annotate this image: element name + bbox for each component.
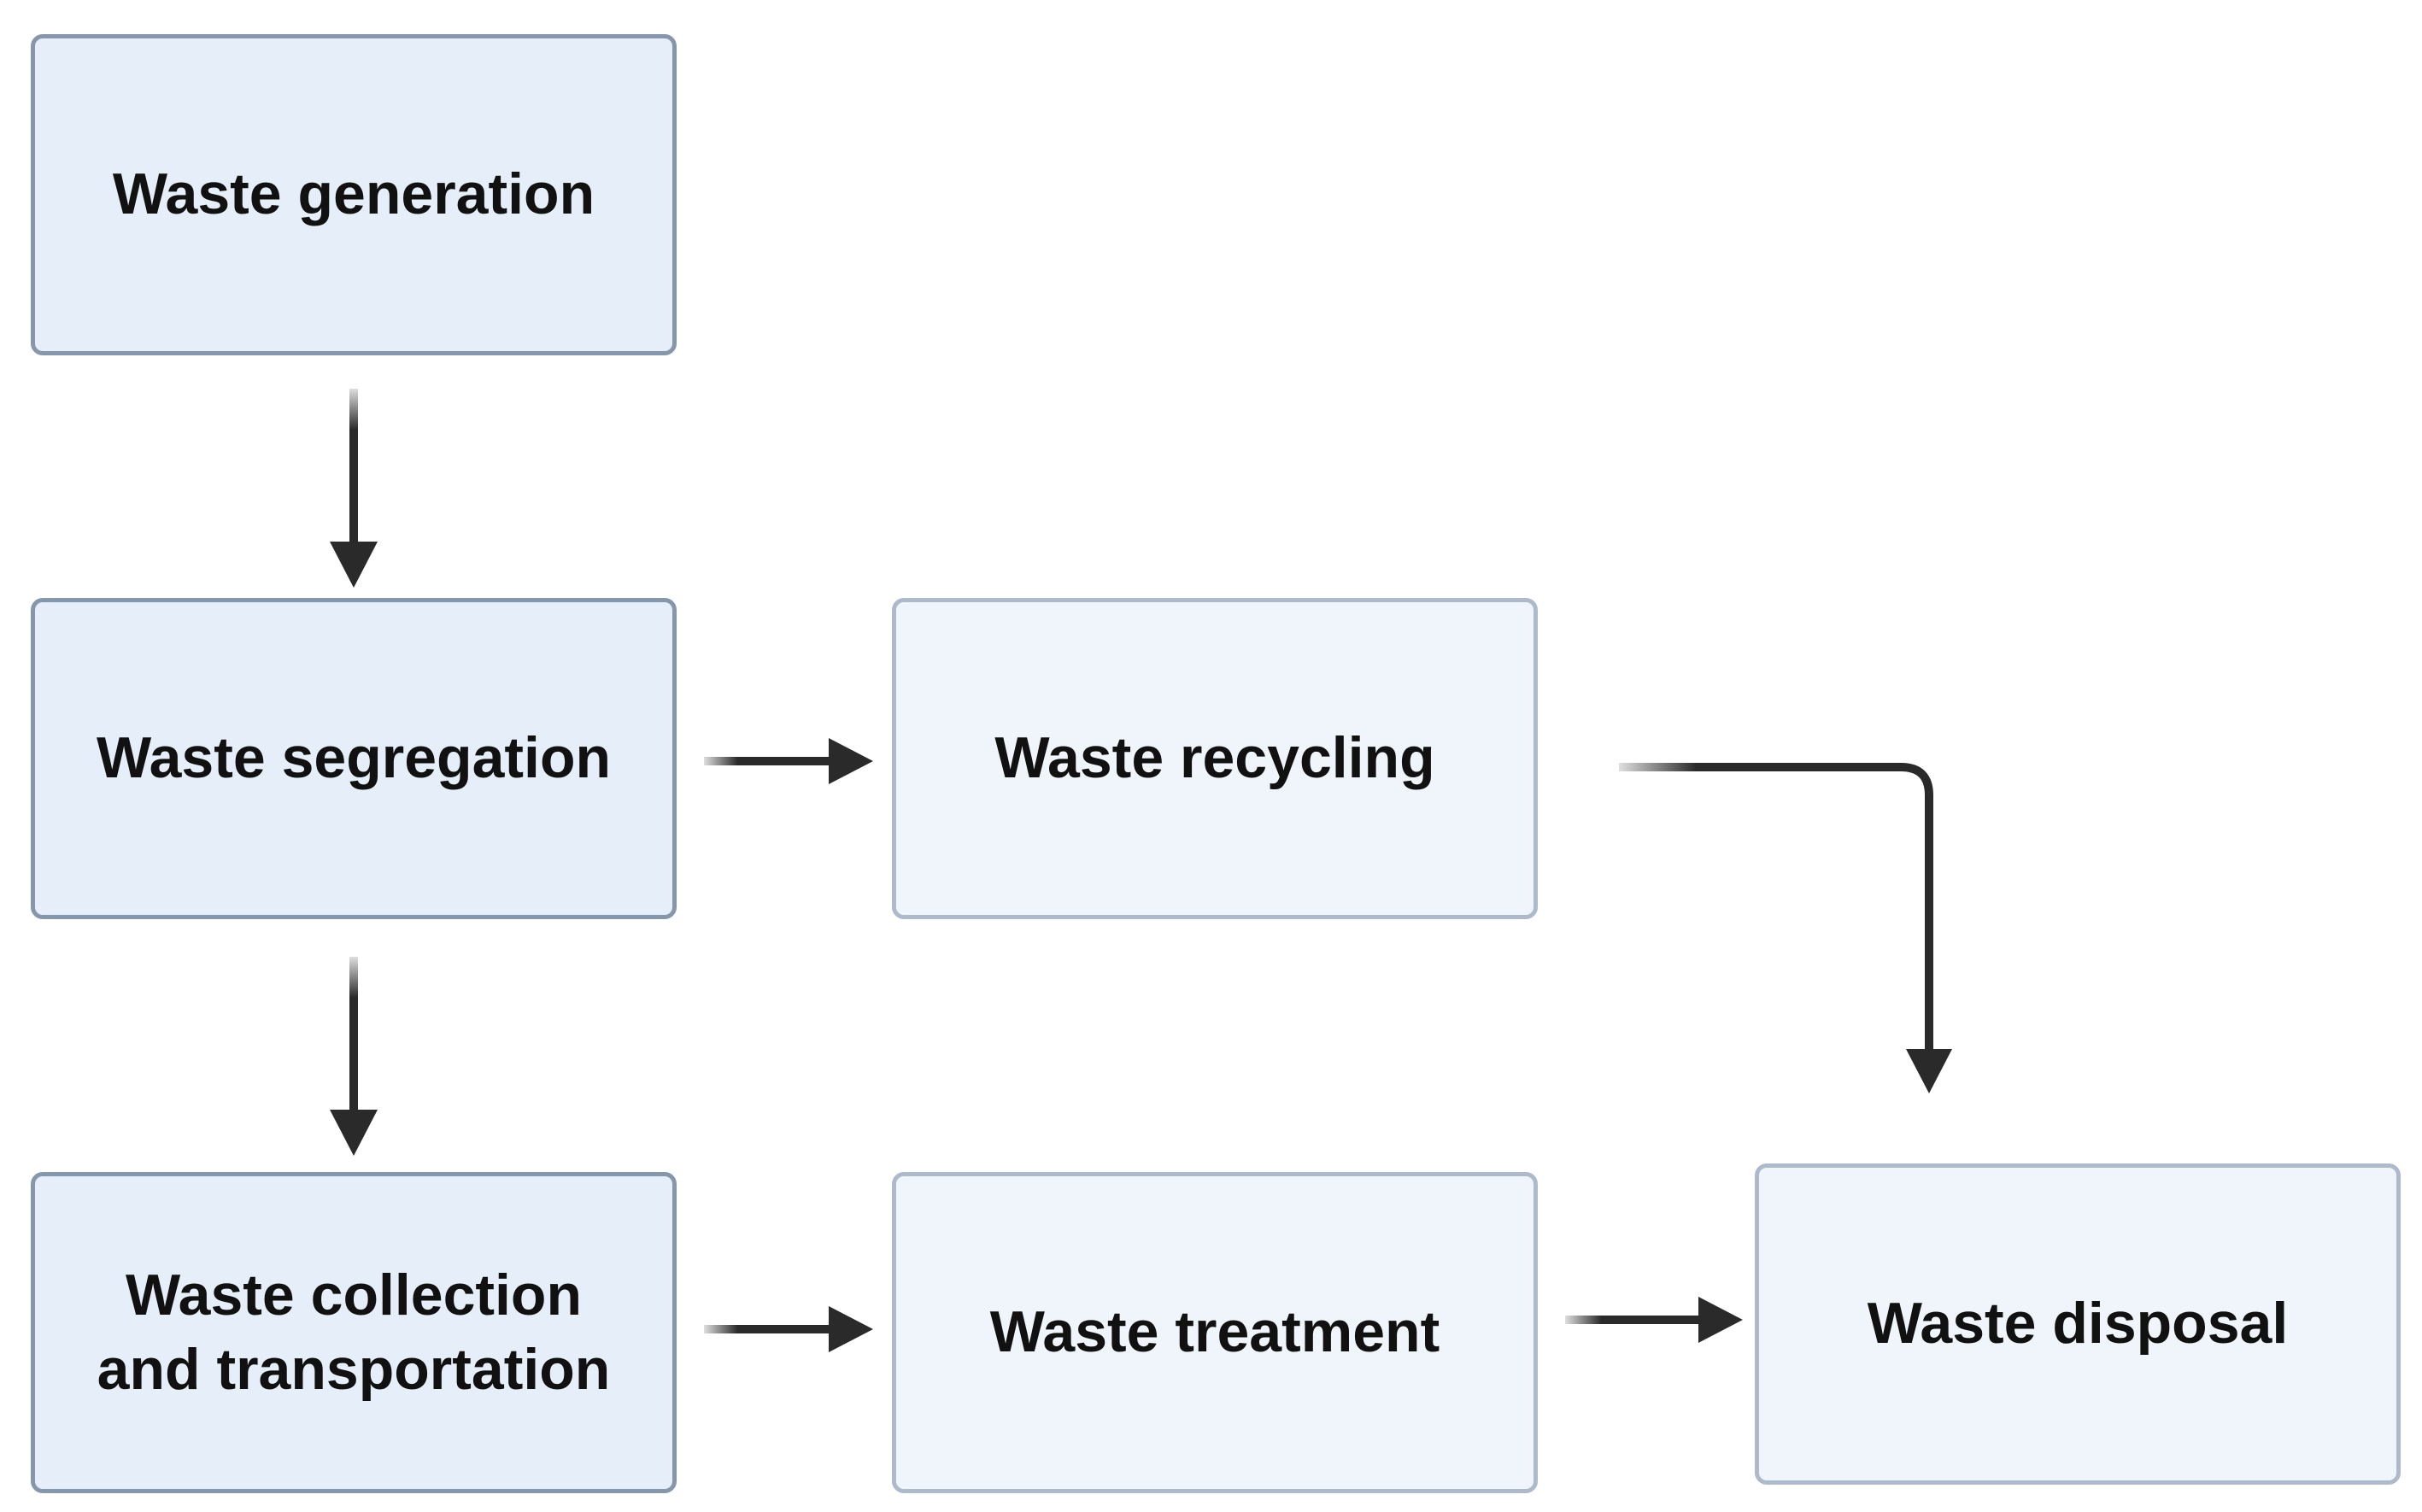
- node-label: Waste generation: [112, 161, 595, 227]
- node-waste-recycling: Waste recycling: [892, 598, 1538, 919]
- arrow-segregation-to-collection: [330, 957, 378, 1156]
- node-label: Waste recycling: [994, 725, 1435, 791]
- node-waste-treatment: Waste treatment: [892, 1172, 1538, 1493]
- node-waste-generation: Waste generation: [31, 34, 677, 355]
- arrow-segregation-to-recycling: [704, 738, 873, 784]
- node-label: Waste collection and transportation: [97, 1262, 611, 1402]
- node-label: Waste treatment: [989, 1299, 1440, 1365]
- node-label: Waste disposal: [1867, 1291, 2289, 1357]
- arrow-recycling-to-disposal: [1619, 763, 1952, 1093]
- node-waste-segregation: Waste segregation: [31, 598, 677, 919]
- node-waste-collection-transportation: Waste collection and transportation: [31, 1172, 677, 1493]
- arrow-collection-to-treatment: [704, 1306, 873, 1352]
- node-label: Waste segregation: [96, 725, 612, 791]
- node-waste-disposal: Waste disposal: [1755, 1163, 2401, 1485]
- arrow-treatment-to-disposal: [1565, 1297, 1743, 1343]
- arrow-generation-to-segregation: [330, 389, 378, 588]
